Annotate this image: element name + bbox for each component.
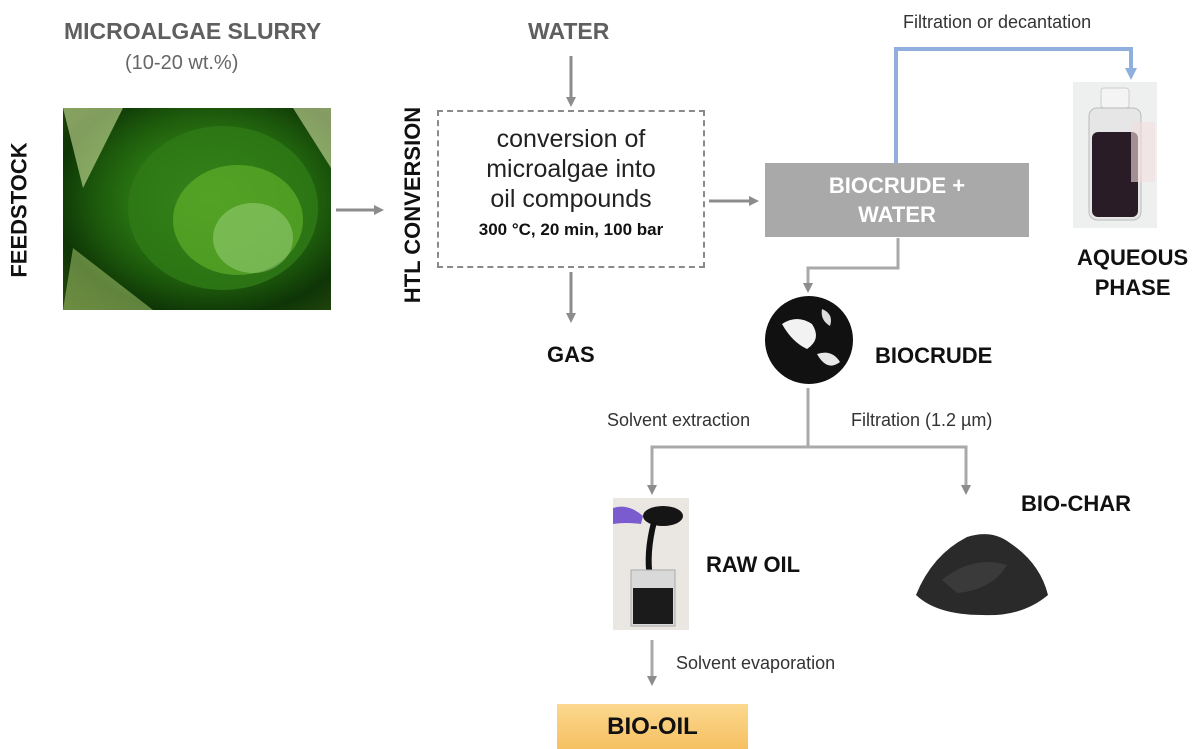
arrow-to-bio-char [808,445,971,495]
filtration-step: Filtration (1.2 µm) [851,410,993,430]
bio-oil-box: BIO-OIL [557,704,748,749]
biocrude-water-box: BIOCRUDE + WATER [765,163,1029,237]
feedstock-concentration: (10-20 wt.%) [125,52,239,74]
biocrude-label: BIOCRUDE [875,343,993,368]
bottle-illustration [1088,87,1155,221]
aqueous-separation-step: Filtration or decantation [903,12,1092,32]
htl-description-line: oil compounds [490,185,652,213]
arrow-to-raw-oil [647,445,808,495]
bio-oil-label: BIO-OIL [607,713,698,740]
microalgae-slurry-photo [63,108,331,310]
slurry-illustration [63,108,331,310]
htl-side-label: HTL CONVERSION [400,106,426,304]
htl-conversion-box: conversion of microalgae into oil compou… [437,110,705,268]
bio-char-photo [912,525,1052,620]
htl-description-line: conversion of [496,125,646,153]
feedstock-title: MICROALGAE SLURRY [64,18,322,44]
raw-oil-photo [613,498,689,630]
biocrude-water-line: BIOCRUDE + [828,173,966,198]
feedstock-side-label: FEEDSTOCK [7,142,32,278]
gas-label: GAS [547,342,595,367]
solvent-evaporation-step: Solvent evaporation [676,653,836,673]
solvent-extraction-step: Solvent extraction [607,410,751,430]
biocrude-water-line: WATER [858,202,936,227]
bio-char-label: BIO-CHAR [1021,491,1131,516]
bio-char-illustration [916,534,1048,616]
arrow-to-aqueous-phase [894,47,1137,163]
htl-description-line: microalgae into [486,155,656,183]
aqueous-phase-line: PHASE [1094,275,1171,300]
water-label: WATER [528,18,610,44]
arrow-to-biocrude [803,238,900,293]
raw-oil-label: RAW OIL [706,552,801,577]
htl-conditions: 300 °C, 20 min, 100 bar [478,220,664,239]
raw-oil-illustration [613,506,683,627]
aqueous-phase-label: AQUEOUS PHASE [1077,243,1188,303]
aqueous-phase-photo [1073,82,1157,228]
aqueous-phase-line: AQUEOUS [1077,245,1189,270]
htl-description: conversion of microalgae into oil compou… [439,124,703,214]
biocrude-illustration [765,296,853,384]
biocrude-photo [762,294,856,386]
